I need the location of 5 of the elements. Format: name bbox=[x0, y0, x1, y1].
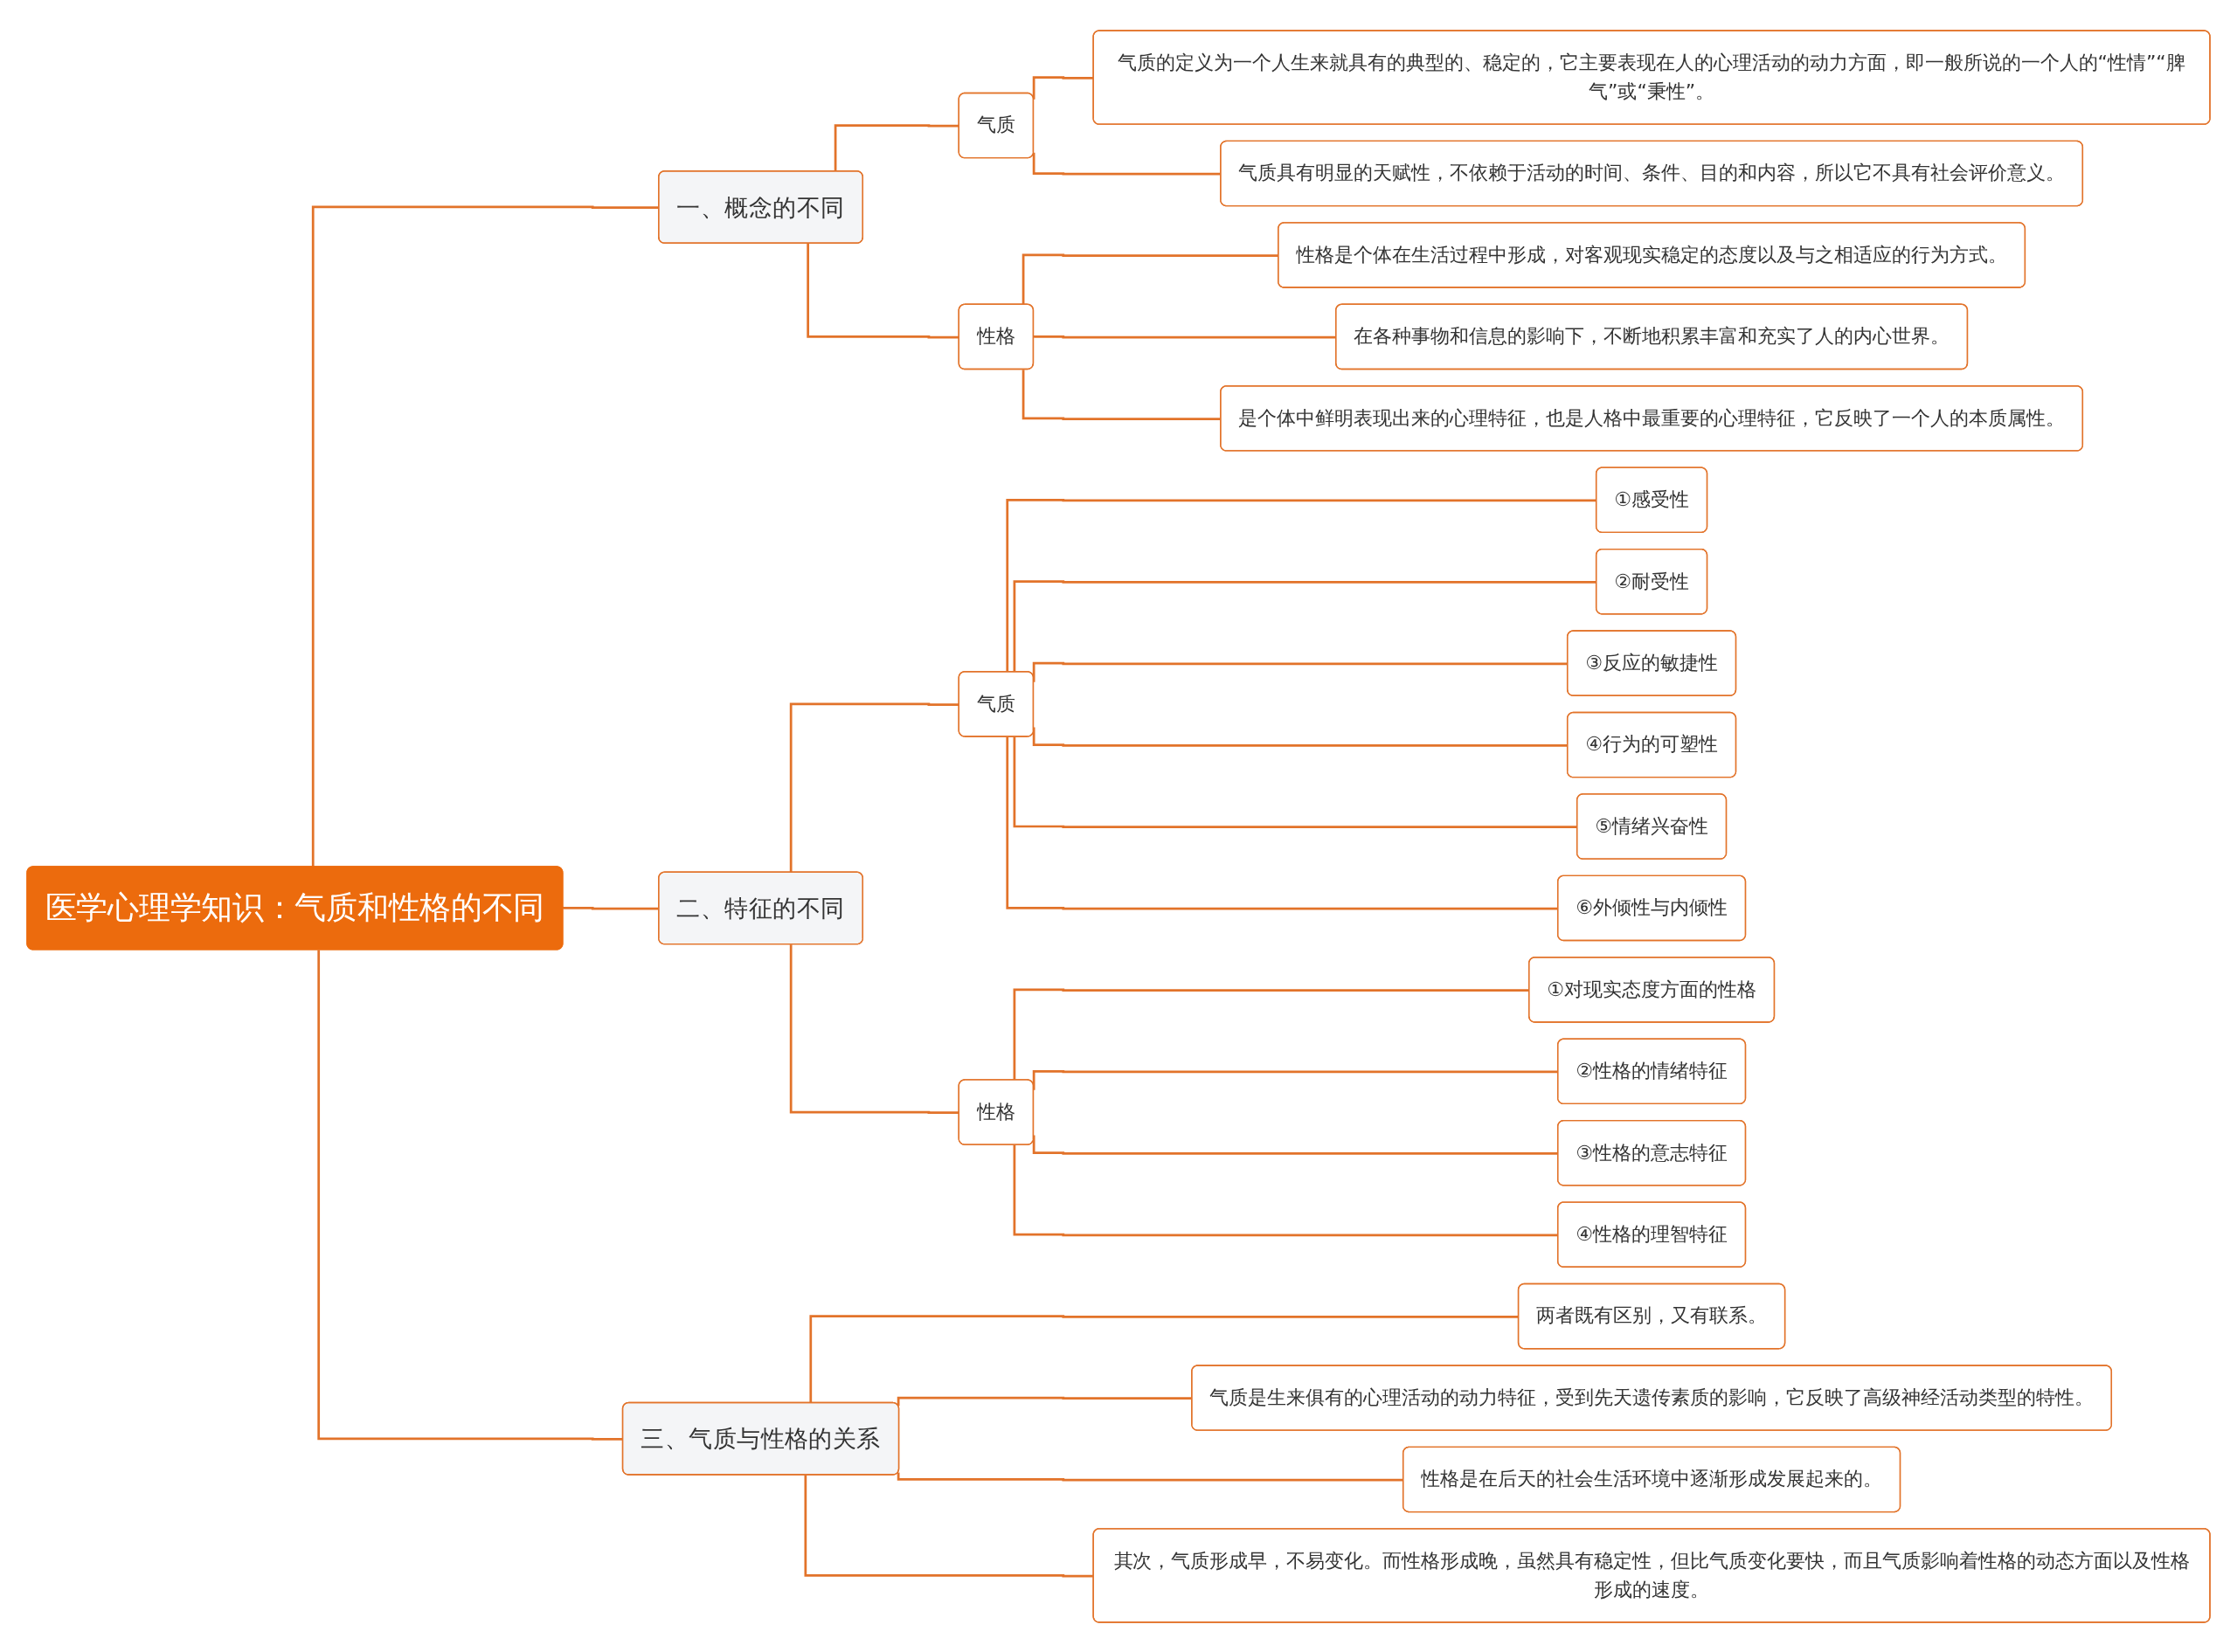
connector bbox=[834, 123, 959, 171]
connector bbox=[789, 944, 959, 1114]
connector bbox=[789, 702, 959, 873]
connector bbox=[804, 1475, 1094, 1577]
connector bbox=[807, 243, 959, 338]
